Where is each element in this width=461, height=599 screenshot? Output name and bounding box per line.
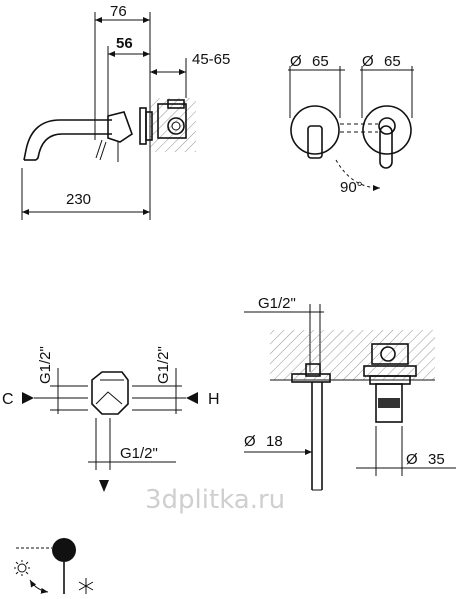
- rosette-left: [290, 105, 340, 155]
- side-view: 76 56 45-65 230: [21, 3, 230, 220]
- wall-hatch: [150, 98, 196, 152]
- watermark-text: 3dplitka.ru: [145, 485, 285, 515]
- wall-hatch-install: [270, 330, 435, 380]
- temperature-legend: [14, 538, 94, 594]
- sun-icon: [14, 560, 30, 576]
- handle-knob: [52, 538, 76, 562]
- hot-label: H: [208, 391, 220, 408]
- thread-bottom-label: G1/2": [120, 445, 158, 462]
- rotation-arrow-icon: [29, 579, 49, 594]
- outlet-arrow: [99, 480, 109, 492]
- install-view: G1/2" Ø 18 Ø 35: [244, 295, 456, 491]
- hot-arrow: [186, 392, 198, 404]
- spout-diameter-label: 18: [266, 433, 283, 450]
- plate-left-diameter: 65: [312, 53, 329, 70]
- diameter-symbol-35: Ø: [406, 451, 418, 468]
- snowflake-icon: [78, 578, 94, 594]
- connection-view: C H G1/2" G1/2" G1/2": [2, 346, 220, 492]
- diameter-symbol-left: Ø: [290, 53, 302, 70]
- thread-right-label: G1/2": [155, 346, 172, 384]
- cold-arrow: [22, 392, 34, 404]
- dim-wall-label: 45-65: [192, 51, 230, 68]
- cold-label: C: [2, 391, 14, 408]
- dim-76-label: 76: [110, 3, 127, 20]
- plate-right-diameter: 65: [384, 53, 401, 70]
- body-diameter-label: 35: [428, 451, 445, 468]
- rotation-label: 90°: [340, 179, 363, 196]
- dim-56-label: 56: [116, 35, 133, 52]
- dim-230-label: 230: [66, 191, 91, 208]
- front-view: Ø 65 Ø 65 90°: [288, 53, 414, 196]
- thread-top-label: G1/2": [258, 295, 296, 312]
- diameter-symbol-right: Ø: [362, 53, 374, 70]
- diameter-symbol-18: Ø: [244, 433, 256, 450]
- valve-block: [91, 371, 129, 415]
- thread-left-label: G1/2": [37, 346, 54, 384]
- rosette-right: [362, 105, 412, 155]
